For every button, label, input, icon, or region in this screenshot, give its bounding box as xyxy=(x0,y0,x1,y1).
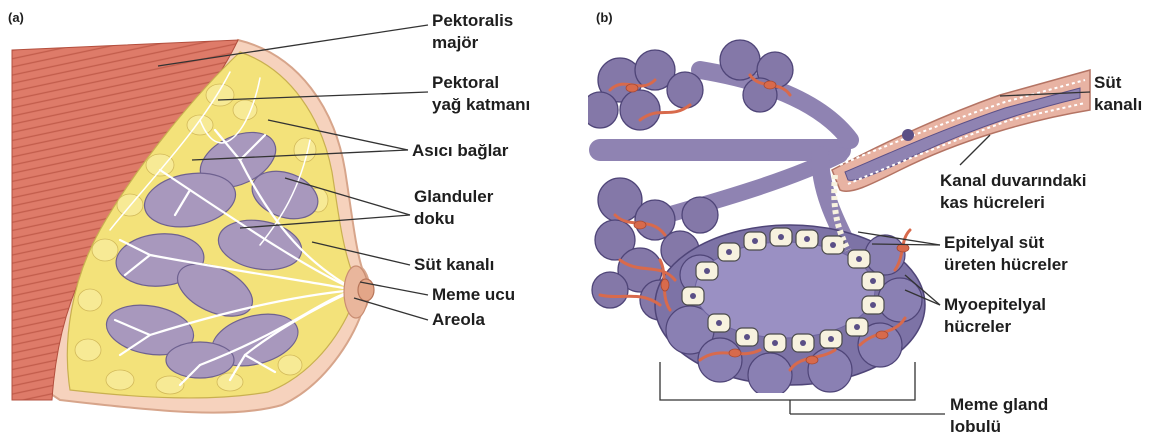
label-milk-duct-a: Süt kanalı xyxy=(414,254,494,276)
panel-b-tag: (b) xyxy=(596,10,613,25)
label-suspensory-ligaments: Asıcı bağlar xyxy=(412,140,508,162)
lobule-illustration xyxy=(582,38,933,397)
panel-a-tag: (a) xyxy=(8,10,24,25)
label-areola: Areola xyxy=(432,309,485,331)
label-nipple: Meme ucu xyxy=(432,284,515,306)
